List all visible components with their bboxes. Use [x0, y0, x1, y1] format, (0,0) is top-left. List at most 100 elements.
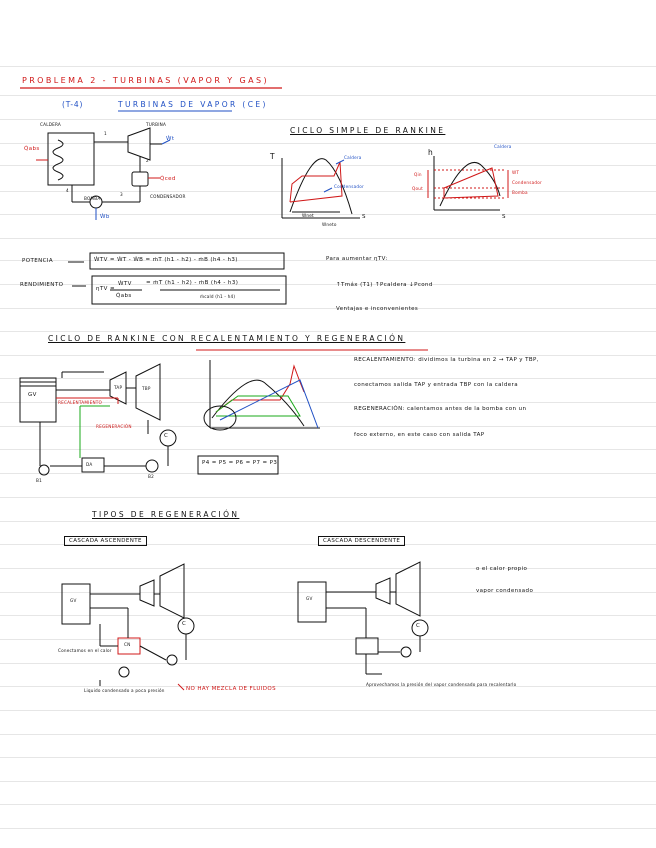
cascade-desc-diagram	[297, 561, 429, 675]
b1-label: B1	[36, 478, 42, 483]
rankine-title: CICLO SIMPLE DE RANKINE	[290, 126, 446, 135]
hs-diagram	[427, 156, 509, 211]
hs-wt: WT	[512, 170, 520, 175]
asc-gv-label: GV	[70, 598, 77, 603]
wb-label: Ẇb	[100, 214, 110, 220]
subtitle-code: (T-4)	[62, 100, 84, 109]
ts-cycle	[289, 161, 343, 203]
pressure-equation: P4 = P5 = P6 = P7 = P3	[202, 460, 278, 466]
wt-label: Ẇt	[166, 136, 175, 142]
pump-b2	[145, 459, 159, 473]
rendimiento-box	[91, 275, 287, 305]
hs-condensador: Condensador	[512, 180, 542, 185]
asc-note-a: Conectamos en el calor	[58, 648, 112, 653]
hs-s-label: S	[502, 214, 506, 220]
ts-condensador: Condensador	[334, 184, 364, 189]
right-note-2: vapor condensado	[476, 588, 534, 594]
c-label: C	[164, 433, 169, 439]
qced-label: Q̇ced	[160, 176, 176, 182]
ts-t-label: T	[270, 152, 276, 161]
ts-s-label: S	[362, 214, 366, 220]
hs-bomba: Bomba	[512, 190, 528, 195]
cascada-ascendente-title: CASCADA ASCENDENTE	[64, 536, 147, 546]
pump-b1	[38, 464, 50, 476]
cascada-descendente-title: CASCADA DESCENDENTE	[318, 536, 406, 546]
gv-box	[19, 381, 57, 423]
reheat-cycle-diagram	[19, 363, 177, 476]
turbine-shape	[127, 127, 151, 161]
asc-c-label: C	[182, 621, 187, 627]
caldera-label: CALDERA	[40, 122, 61, 127]
ts-wneto: Wneto	[322, 222, 337, 227]
reheat-ts-blue	[219, 379, 319, 429]
asc-note-b: Liquido condensado a poca presión	[84, 688, 165, 693]
rend-frac-den: Q̇abs	[116, 293, 132, 299]
note-ventajas: Ventajas e inconvenientes	[336, 306, 419, 312]
hs-qout: Qout	[412, 186, 423, 191]
rend-rhs-num: = ṁT (h1 - h2) - ṁB (h4 - h3)	[146, 280, 239, 286]
ts-wnet: Wnet	[302, 213, 314, 218]
node-1: 1	[104, 131, 107, 136]
turbina-label: TURBINA	[146, 122, 167, 127]
b2-label: B2	[148, 474, 154, 479]
asc-cn-label: CN	[124, 642, 131, 647]
tap-label: TAP	[114, 385, 123, 390]
node-3: 3	[120, 192, 123, 197]
hs-caldera: Caldera	[494, 144, 512, 149]
reheat-par-4: foco externo, en este caso con salida TA…	[354, 432, 485, 438]
reheat-par-3: REGENERACIÓN: calentamos antes de la bom…	[354, 406, 527, 412]
reheat-ts-diagram	[203, 360, 320, 431]
potencia-box	[89, 252, 285, 270]
simple-cycle-diagram	[36, 127, 171, 220]
node-4: 4	[66, 188, 69, 193]
desc-gv-label: GV	[306, 596, 313, 601]
note-items: ↑Tmáx (T1) ↑Pcaldera ↓Pcond	[336, 282, 433, 288]
reheat-par-1: RECALENTAMIENTO: dividimos la turbina en…	[354, 357, 539, 363]
ts-dome	[289, 158, 353, 215]
potencia-equation: ẆTV = ẆT - ẆB = ṁT (h1 - h2) - ṁB (h4 - …	[94, 257, 238, 263]
da-box	[81, 457, 105, 473]
tipos-title: TIPOS DE REGENERACIÓN	[92, 510, 240, 519]
qin-label: Q̇abs	[24, 146, 40, 152]
cascade-asc-diagram	[61, 563, 195, 691]
recal-label: RECALENTAMIENTO	[58, 400, 103, 405]
rend-frac-num: ẆTV	[118, 281, 132, 287]
hs-dome	[439, 161, 501, 207]
desc-cn-box	[355, 637, 379, 655]
asc-note-red: NO HAY MEZCLA DE FLUIDOS	[186, 686, 277, 692]
tbp-shape	[135, 363, 161, 421]
hs-h-label: h	[428, 148, 434, 157]
regen-label: REGENERACIÓN	[96, 424, 132, 429]
rendimiento-label: RENDIMIENTO	[20, 282, 64, 288]
boiler-coil	[52, 139, 64, 181]
boiler-box	[47, 132, 95, 186]
equation-box	[197, 455, 279, 475]
ts-caldera: Caldera	[344, 155, 362, 160]
subtitle-text: TURBINAS DE VAPOR (CE)	[118, 100, 268, 109]
reheat-ts-red	[215, 364, 305, 413]
condensador-label: CONDENSADOR	[150, 194, 186, 199]
reheat-par-2: conectamos salida TAP y entrada TBP con …	[354, 382, 518, 388]
tap-shape	[109, 371, 127, 405]
potencia-label: POTENCIA	[22, 258, 54, 264]
desc-gv-box	[297, 581, 327, 623]
gv-label: GV	[28, 392, 37, 398]
condenser-box	[131, 171, 149, 187]
reheat-ts-green	[215, 395, 301, 417]
rend-lhs: ηTV =	[96, 286, 115, 292]
note-aumentar: Para aumentar ηTV:	[326, 256, 388, 262]
node-2: 2	[146, 158, 149, 163]
hs-cycle	[443, 167, 499, 199]
tbp-label: TBP	[142, 386, 151, 391]
da-label: DA	[86, 462, 93, 467]
desc-c-label: C	[416, 623, 421, 629]
desc-note: Aprovechamos la presión del vapor conden…	[366, 682, 517, 687]
hs-qin: Qin	[414, 172, 422, 177]
right-note-1: o el calor propio	[476, 566, 528, 572]
asc-gv-box	[61, 583, 91, 625]
bomba-label: BOMBA	[84, 196, 101, 201]
rend-rhs-den: ṁcald (h1 - h4)	[200, 294, 236, 299]
reheat-title: CICLO DE RANKINE CON RECALENTAMIENTO Y R…	[48, 334, 406, 343]
